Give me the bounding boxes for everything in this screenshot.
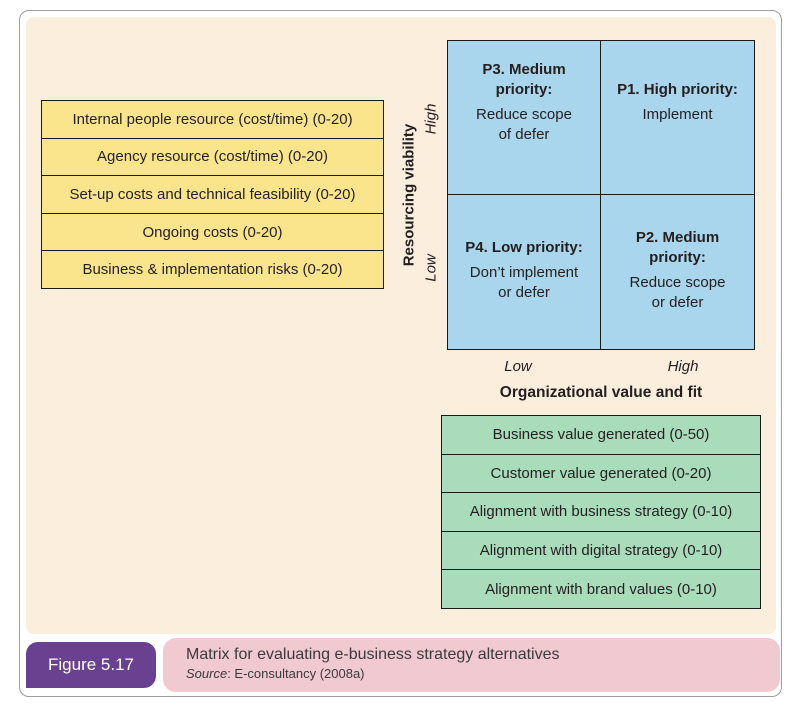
quadrant-heading: P2. Medium priority:	[635, 228, 720, 266]
table-row: Internal people resource (cost/time) (0-…	[72, 110, 353, 128]
quadrant-p2-medium-priority: P2. Medium priority: Reduce scope or def…	[601, 195, 754, 349]
table-row: Alignment with business strategy (0-10)	[442, 492, 760, 531]
table-row: Set-up costs and technical feasibility (…	[42, 175, 383, 213]
figure-badge: Figure 5.17	[26, 642, 156, 688]
table-row: Alignment with brand values (0-10)	[442, 569, 760, 608]
resourcing-criteria-table: Internal people resource (cost/time) (0-…	[41, 100, 384, 289]
quadrant-body: Implement	[642, 106, 713, 123]
x-axis-title: Organizational value and fit	[499, 384, 703, 401]
table-row: Agency resource (cost/time) (0-20)	[42, 137, 383, 176]
source-label: Source	[186, 666, 228, 681]
figure-source: Source: E-consultancy (2008a)	[186, 665, 770, 682]
priority-matrix: P3. Medium priority: Reduce scope of def…	[447, 40, 755, 350]
x-axis-high-label: High	[667, 358, 699, 375]
quadrant-heading: P3. Medium priority:	[482, 61, 566, 98]
y-axis-title: Resourcing viability	[400, 123, 418, 267]
y-axis-high-label: High	[422, 103, 440, 135]
table-row: Business value generated (0-50)	[492, 426, 710, 444]
quadrant-heading: P4. Low priority:	[465, 238, 583, 256]
table-row: Ongoing costs (0-20)	[42, 212, 383, 251]
quadrant-body: Reduce scope of defer	[476, 106, 572, 143]
source-text: : E-consultancy (2008a)	[227, 666, 365, 681]
quadrant-body: Don’t implement or defer	[469, 263, 579, 301]
x-axis-low-label: Low	[504, 358, 532, 375]
quadrant-heading: P1. High priority:	[617, 81, 738, 98]
table-row: Business & implementation risks (0-20)	[42, 250, 383, 288]
quadrant-p1-high-priority: P1. High priority: Implement	[601, 41, 754, 195]
quadrant-body: Reduce scope or defer	[629, 273, 726, 311]
quadrant-p3-medium-priority: P3. Medium priority: Reduce scope of def…	[448, 41, 601, 195]
value-criteria-table: Business value generated (0-50) Customer…	[441, 415, 761, 609]
table-row: Customer value generated (0-20)	[442, 453, 760, 493]
caption-bar: Matrix for evaluating e-business strateg…	[163, 638, 780, 692]
quadrant-p4-low-priority: P4. Low priority: Don’t implement or def…	[448, 195, 601, 349]
figure-caption-title: Matrix for evaluating e-business strateg…	[186, 646, 560, 663]
table-row: Alignment with digital strategy (0-10)	[442, 530, 760, 570]
y-axis-low-label: Low	[422, 254, 440, 282]
